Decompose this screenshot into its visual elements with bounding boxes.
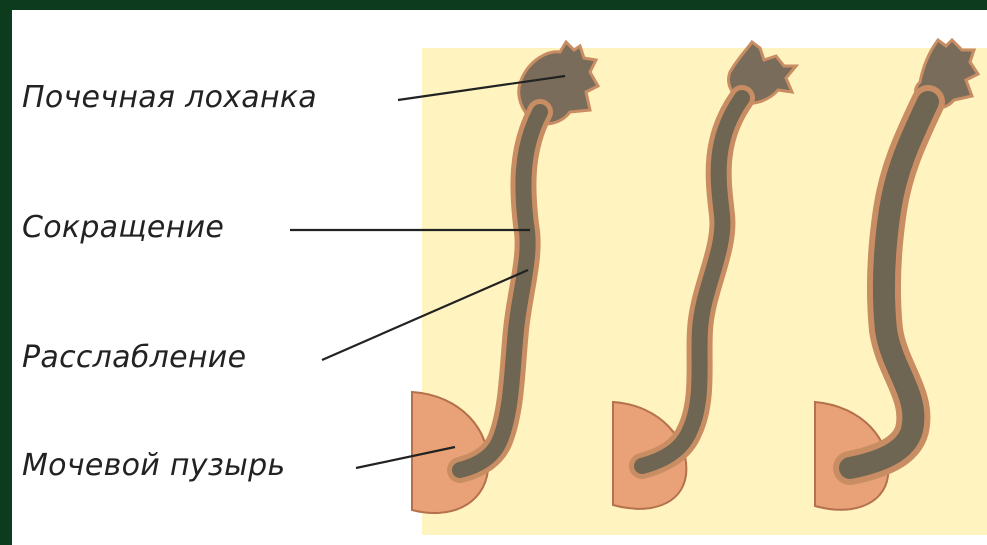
leader-relaxation (322, 270, 528, 360)
ureter-stage-3 (815, 40, 978, 510)
ureter-stage-2 (613, 42, 796, 509)
label-renal-pelvis: Почечная лоханка (22, 80, 317, 115)
label-contraction: Сокращение (22, 210, 224, 245)
label-relaxation: Расслабление (22, 340, 246, 375)
ureter-stage-1 (412, 42, 598, 513)
label-bladder: Мочевой пузырь (22, 448, 285, 483)
